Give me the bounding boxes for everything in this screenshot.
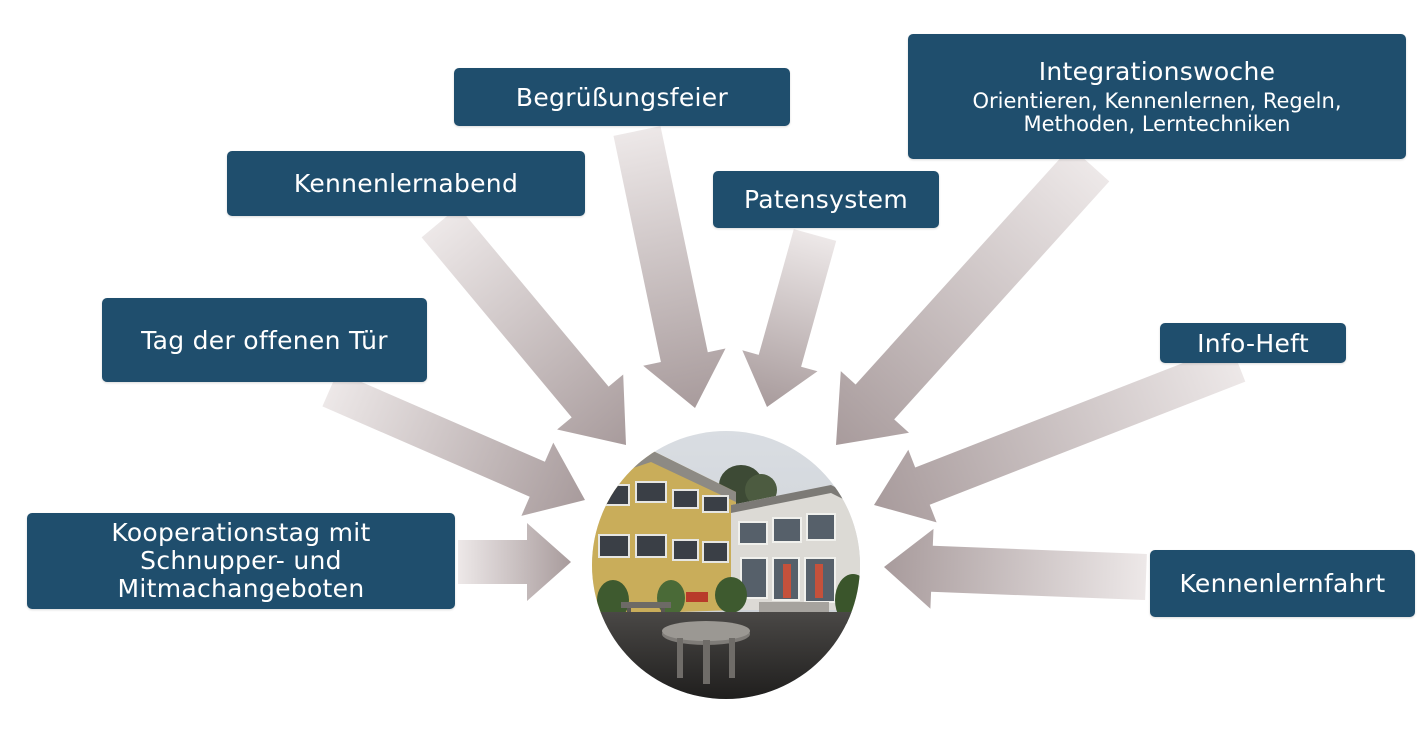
kennenlernabend-label: Kennenlernabend: [293, 169, 519, 198]
tag-der-offenen-tuer-label: Tag der offenen Tür: [141, 325, 388, 355]
arrow-info: [874, 344, 1246, 523]
kennenlernfahrt-label: Kennenlernfahrt: [1179, 569, 1386, 598]
integrationswoche-box: Integrationswoche Orientieren, Kennenler…: [908, 34, 1406, 159]
arrow-begruessung: [613, 126, 726, 408]
arrow-kooperation: [458, 523, 571, 601]
tag-der-offenen-tuer-box: Tag der offenen Tür: [102, 298, 427, 382]
arrow-fahrt: [884, 528, 1147, 609]
begruessungsfeier-box: Begrüßungsfeier: [454, 68, 790, 126]
integrationswoche-label: Integrationswoche: [1038, 57, 1276, 86]
arrow-integration: [836, 146, 1110, 445]
patensystem-box: Patensystem: [713, 171, 939, 228]
info-heft-box: Info-Heft: [1160, 323, 1346, 363]
begruessungsfeier-label: Begrüßungsfeier: [515, 82, 729, 112]
arrow-tag: [322, 371, 585, 516]
patensystem-label: Patensystem: [744, 185, 908, 214]
arrow-kennenlern: [421, 206, 626, 445]
kooperationstag-label: Kooperationstag mit Schnupper- und Mitma…: [111, 518, 371, 603]
integrationswoche-details: Orientieren, Kennenlernen, Regeln, Metho…: [972, 89, 1342, 136]
info-heft-label: Info-Heft: [1197, 328, 1309, 358]
arrow-paten: [742, 229, 837, 407]
kooperationstag-box: Kooperationstag mit Schnupper- und Mitma…: [27, 513, 455, 609]
school-courtyard-photo: [592, 431, 860, 699]
kennenlernabend-box: Kennenlernabend: [227, 151, 585, 216]
kennenlernfahrt-box: Kennenlernfahrt: [1150, 550, 1415, 617]
